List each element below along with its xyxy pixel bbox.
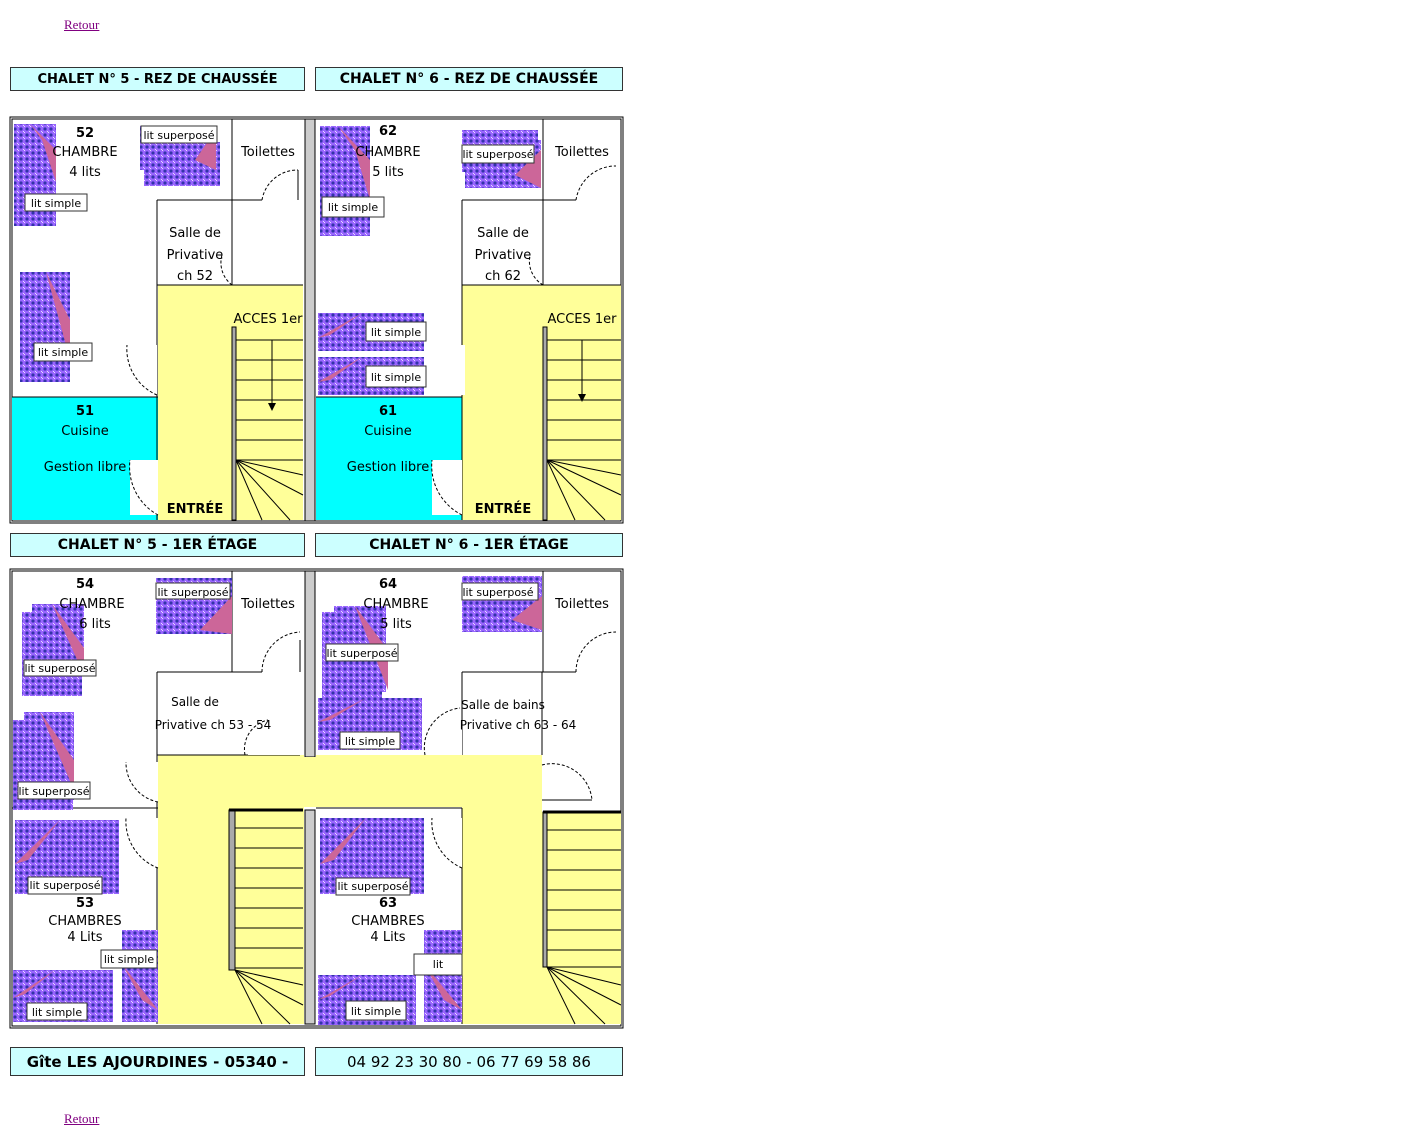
footer-gite-name: Gîte LES AJOURDINES - 05340 - [10, 1047, 305, 1076]
back-link-top[interactable]: Retour [64, 17, 100, 32]
bed-label: lit simple [32, 1006, 82, 1019]
room-number: 62 [379, 124, 397, 139]
room-type: CHAMBRE [52, 145, 117, 160]
bed-label: lit simple [351, 1005, 401, 1018]
bathroom-label: Privative ch 63 - 64 [460, 718, 577, 732]
kitchen-label: Cuisine [364, 424, 412, 439]
hall-6-first-area [462, 755, 542, 1024]
header-chalet5-ground: CHALET N° 5 - REZ DE CHAUSSÉE [10, 67, 305, 91]
bed-label: lit superposé [462, 586, 533, 599]
bed-label: lit superposé [326, 647, 397, 660]
bathroom-label: Salle de [171, 695, 219, 709]
room-type: CHAMBRES [48, 914, 121, 929]
room-number: 64 [379, 577, 397, 592]
kitchen-management: Gestion libre [44, 460, 126, 475]
stairs-label: ACCES 1er [547, 312, 617, 327]
header-chalet6-ground: CHALET N° 6 - REZ DE CHAUSSÉE [315, 67, 623, 91]
room-type: CHAMBRE [355, 145, 420, 160]
toilets-label: Toilettes [554, 597, 609, 612]
room-type: CHAMBRES [351, 914, 424, 929]
entrance-label: ENTRÉE [167, 501, 223, 517]
toilets-label: Toilettes [554, 145, 609, 160]
room-beds: 4 lits [69, 165, 101, 180]
bed-label: lit superposé [29, 879, 100, 892]
bed-icon [424, 930, 462, 1022]
toilets-label: Toilettes [240, 597, 295, 612]
bunk-bed-icon [22, 604, 84, 696]
room-type: CHAMBRE [59, 597, 124, 612]
bathroom-label: ch 62 [485, 269, 521, 284]
kitchen-management: Gestion libre [347, 460, 429, 475]
bed-label: lit simple [104, 953, 154, 966]
back-link-bottom[interactable]: Retour [64, 1111, 100, 1126]
bed-label: lit superposé [18, 785, 89, 798]
bed-label: lit superposé [462, 148, 533, 161]
kitchen-number: 61 [379, 404, 397, 419]
bathroom-label: Privative [167, 248, 224, 263]
bathroom-label: Salle de [477, 226, 529, 241]
bathroom-label: Privative [475, 248, 532, 263]
bed-label: lit simple [345, 735, 395, 748]
bed-icon [320, 126, 370, 236]
bed-label: lit simple [328, 201, 378, 214]
bed-label: lit simple [371, 326, 421, 339]
room-beds: 4 Lits [67, 930, 102, 945]
floor-plans: 52 CHAMBRE 4 lits Toilettes Salle de Pri… [9, 116, 624, 1029]
room-number: 63 [379, 896, 397, 911]
bathroom-label: Salle de [169, 226, 221, 241]
room-beds: 5 lits [372, 165, 404, 180]
bed-label: lit simple [31, 197, 81, 210]
bathroom-label: Privative ch 53 - 54 [155, 718, 272, 732]
bed-label: lit simple [38, 346, 88, 359]
bathroom-label: ch 52 [177, 269, 213, 284]
bed-label: lit superposé [24, 662, 95, 675]
hall-5-area [158, 285, 303, 520]
room-type: CHAMBRE [363, 597, 428, 612]
room-beds: 4 Lits [370, 930, 405, 945]
room-number: 52 [76, 126, 94, 141]
bed-label: lit simple [371, 371, 421, 384]
bed-icon [122, 930, 158, 1022]
bed-label: lit [433, 958, 444, 971]
bathroom-label: Salle de bains [461, 698, 545, 712]
toilets-label: Toilettes [240, 145, 295, 160]
room-beds: 5 lits [380, 617, 412, 632]
header-chalet6-first: CHALET N° 6 - 1ER ÉTAGE [315, 533, 623, 557]
kitchen-number: 51 [76, 404, 94, 419]
room-number: 53 [76, 896, 94, 911]
hall-6-area [462, 285, 621, 520]
footer-phone-numbers: 04 92 23 30 80 - 06 77 69 58 86 [315, 1047, 623, 1076]
stairs-label: ACCES 1er [233, 312, 303, 327]
kitchen-label: Cuisine [61, 424, 109, 439]
header-chalet5-first: CHALET N° 5 - 1ER ÉTAGE [10, 533, 305, 557]
entrance-label: ENTRÉE [475, 501, 531, 517]
bed-label: lit superposé [143, 129, 214, 142]
bed-label: lit superposé [157, 586, 228, 599]
bed-label: lit superposé [337, 880, 408, 893]
room-beds: 6 lits [79, 617, 111, 632]
bed-icon [20, 272, 70, 382]
room-number: 54 [76, 577, 94, 592]
